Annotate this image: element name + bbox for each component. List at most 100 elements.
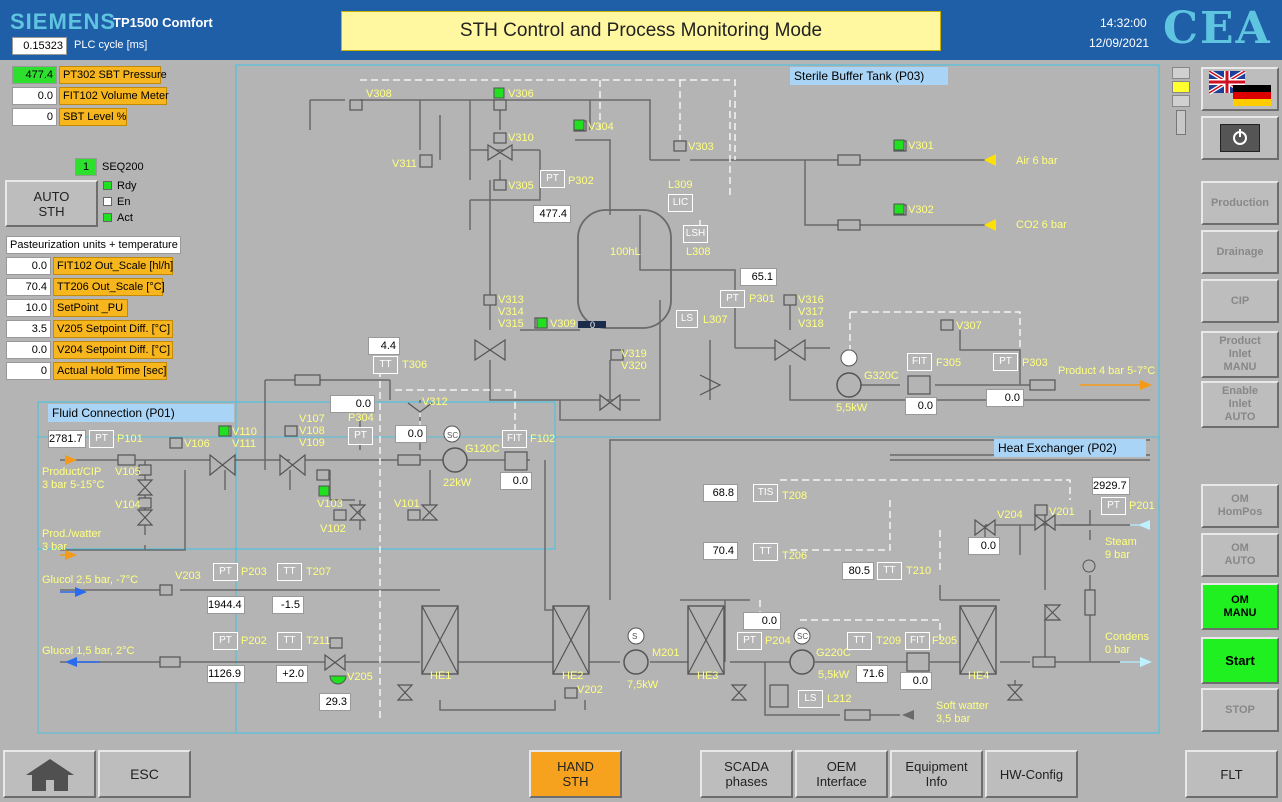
g320c-label[interactable]: G320C	[864, 370, 899, 382]
om-hompos-button[interactable]: OM HomPos	[1201, 484, 1279, 528]
valve-v110[interactable]: V110	[232, 426, 257, 438]
equipment-info-button[interactable]: Equipment Info	[890, 750, 983, 798]
lic-instrument[interactable]: LIC	[668, 194, 693, 212]
lsh-instrument[interactable]: LSH	[683, 225, 708, 243]
flt-button[interactable]: FLT	[1185, 750, 1278, 798]
auto-sth-button[interactable]: AUTO STH	[5, 180, 98, 227]
pt-p302-instrument[interactable]: PT	[540, 170, 565, 188]
pt-p301-instrument[interactable]: PT	[720, 290, 745, 308]
pt-p101-instrument[interactable]: PT	[89, 430, 114, 448]
valve-v305[interactable]: V305	[508, 180, 534, 192]
esc-button[interactable]: ESC	[98, 750, 191, 798]
product-inlet-manu-button[interactable]: Product Inlet MANU	[1201, 331, 1279, 378]
valve-v301[interactable]: V301	[908, 140, 934, 152]
valve-v306[interactable]: V306	[508, 88, 534, 100]
tt306-readout: 4.4	[368, 337, 400, 355]
valve-v314[interactable]: V314	[498, 306, 524, 318]
pt301-readout: 65.1	[740, 268, 777, 286]
valve-v319[interactable]: V319	[621, 348, 647, 360]
fit-f205-instrument[interactable]: FIT	[905, 632, 930, 650]
rdy-label: Rdy	[117, 180, 137, 192]
pt-p201-instrument[interactable]: PT	[1101, 497, 1126, 515]
valve-v313[interactable]: V313	[498, 294, 524, 306]
g120c-label[interactable]: G120C	[465, 443, 500, 455]
valve-v308[interactable]: V308	[366, 88, 392, 100]
valve-v105[interactable]: V105	[115, 466, 141, 478]
pt-p204-instrument[interactable]: PT	[737, 632, 762, 650]
pt201-readout: 2929.7	[1092, 477, 1130, 495]
tt-t306-instrument[interactable]: TT	[373, 356, 398, 374]
tt-t209-instrument[interactable]: TT	[847, 632, 872, 650]
stop-button[interactable]: STOP	[1201, 688, 1279, 732]
valve-v203[interactable]: V203	[175, 570, 201, 582]
valve-v309[interactable]: V309	[550, 318, 576, 330]
valve-v317[interactable]: V317	[798, 306, 824, 318]
valve-v318[interactable]: V318	[798, 318, 824, 330]
valve-v109[interactable]: V109	[299, 437, 325, 449]
pt204-readout: 0.0	[743, 612, 781, 630]
valve-v107[interactable]: V107	[299, 413, 325, 425]
pt101-readout: 2781.7	[48, 430, 86, 448]
valve-v205[interactable]: V205	[347, 671, 373, 683]
valve-v102[interactable]: V102	[320, 523, 346, 535]
m201-label[interactable]: M201	[652, 647, 680, 659]
cip-button[interactable]: CIP	[1201, 279, 1279, 323]
pump-g120c	[442, 447, 468, 473]
valve-v316[interactable]: V316	[798, 294, 824, 306]
param-label: Actual Hold Time [sec]	[53, 362, 167, 380]
valve-v202[interactable]: V202	[577, 684, 603, 696]
valve-v303[interactable]: V303	[688, 141, 714, 153]
pt-p202-instrument[interactable]: PT	[213, 632, 238, 650]
tt210-readout: 80.5	[842, 562, 874, 580]
lamp-slider	[1176, 110, 1186, 135]
valve-v311[interactable]: V311	[392, 158, 417, 170]
language-button[interactable]	[1201, 67, 1279, 111]
production-button[interactable]: Production	[1201, 181, 1279, 225]
siemens-logo: SIEMENS	[10, 9, 117, 34]
l212-label: L212	[827, 693, 852, 705]
fit-f305-instrument[interactable]: FIT	[907, 353, 932, 371]
tt206-readout: 70.4	[703, 542, 738, 560]
g220c-label[interactable]: G220C	[816, 647, 851, 659]
valve-v302[interactable]: V302	[908, 204, 934, 216]
valve-v106[interactable]: V106	[184, 438, 210, 450]
drainage-button[interactable]: Drainage	[1201, 230, 1279, 274]
scada-phases-button[interactable]: SCADA phases	[700, 750, 793, 798]
pt-p203-instrument[interactable]: PT	[213, 563, 238, 581]
valve-v108[interactable]: V108	[299, 425, 325, 437]
oem-interface-button[interactable]: OEM Interface	[795, 750, 888, 798]
tt-t207-instrument[interactable]: TT	[277, 563, 302, 581]
ls-l307-instrument[interactable]: LS	[676, 310, 698, 328]
valve-v304[interactable]: V304	[588, 121, 614, 133]
pt-p304-instrument[interactable]: PT	[348, 427, 373, 445]
tis208-readout: 68.8	[703, 484, 738, 502]
hand-sth-button[interactable]: HAND STH	[529, 750, 622, 798]
fit-f102-instrument[interactable]: FIT	[502, 430, 527, 448]
valve-v201[interactable]: V201	[1049, 506, 1075, 518]
valve-v104[interactable]: V104	[115, 499, 141, 511]
valve-v320[interactable]: V320	[621, 360, 647, 372]
valve-v312[interactable]: V312	[422, 396, 448, 408]
enable-inlet-auto-button[interactable]: Enable Inlet AUTO	[1201, 381, 1279, 428]
tt-t211-instrument[interactable]: TT	[277, 632, 302, 650]
om-manu-button[interactable]: OM MANU	[1201, 583, 1279, 630]
valve-v307[interactable]: V307	[956, 320, 982, 332]
he4-label: HE4	[968, 670, 990, 682]
start-button[interactable]: Start	[1201, 637, 1279, 684]
valve-v315[interactable]: V315	[498, 318, 524, 330]
tt-t210-instrument[interactable]: TT	[877, 562, 902, 580]
valve-v101[interactable]: V101	[394, 498, 420, 510]
ls-l212-instrument[interactable]: LS	[798, 690, 823, 708]
home-button[interactable]	[3, 750, 96, 798]
power-button[interactable]	[1201, 116, 1279, 160]
tt-t206-instrument[interactable]: TT	[753, 543, 778, 561]
hw-config-button[interactable]: HW-Config	[985, 750, 1078, 798]
om-auto-button[interactable]: OM AUTO	[1201, 533, 1279, 577]
valve-v111[interactable]: V111	[232, 438, 257, 450]
valve-v103[interactable]: V103	[317, 498, 343, 510]
t210-label: T210	[906, 565, 932, 577]
pt-p303-instrument[interactable]: PT	[993, 353, 1018, 371]
tis-t208-instrument[interactable]: TIS	[753, 484, 778, 502]
valve-v310[interactable]: V310	[508, 132, 534, 144]
valve-v204[interactable]: V204	[997, 509, 1023, 521]
